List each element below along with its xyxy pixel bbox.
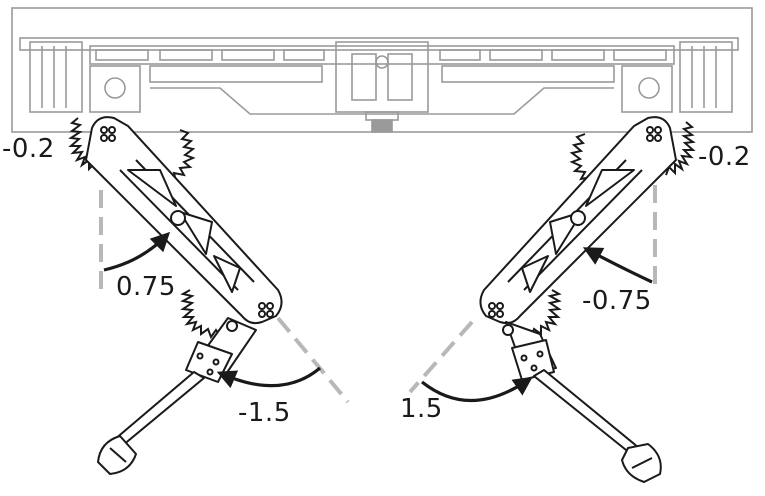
- right-rail: [441, 65, 615, 83]
- right-shoulder-bracket: [621, 65, 673, 113]
- right-lower-leg: [533, 369, 645, 459]
- right-battery-block: [679, 41, 733, 113]
- right-knee-arrow: [421, 376, 533, 403]
- right-hip-arrow: [582, 247, 653, 284]
- right-knee-label: 1.5: [400, 394, 443, 424]
- left-lower-leg: [113, 371, 205, 447]
- belly-plate: [150, 87, 614, 115]
- left-hip-roll-label: -0.2: [2, 134, 55, 164]
- left-knee-arrow: [216, 366, 322, 389]
- right-hip-pitch-label: -0.75: [582, 286, 652, 316]
- body-top-rail: [19, 37, 739, 51]
- center-housing: [335, 41, 429, 113]
- left-leg: [85, 116, 283, 475]
- left-knee-label: -1.5: [238, 398, 291, 428]
- right-knee-spring: [520, 289, 562, 340]
- robot-body: [11, 7, 753, 133]
- rotation-arrows: [103, 231, 653, 403]
- right-hip-roll-label: -0.2: [698, 142, 751, 172]
- left-knee-reference: [276, 316, 350, 404]
- left-battery-block: [29, 41, 83, 113]
- left-hip-spring-2: [166, 129, 196, 183]
- left-rail: [149, 65, 323, 83]
- left-shoulder-bracket: [89, 65, 141, 113]
- right-hip-spring: [665, 121, 696, 176]
- left-knee-spring: [180, 289, 222, 340]
- upper-frame: [89, 45, 675, 65]
- reference-lines: [99, 185, 657, 404]
- right-leg: [479, 116, 677, 483]
- left-hip-pitch-label: 0.75: [116, 272, 176, 302]
- left-hip-arrow: [103, 231, 171, 272]
- right-knee-reference: [408, 320, 474, 394]
- springs: [68, 117, 696, 340]
